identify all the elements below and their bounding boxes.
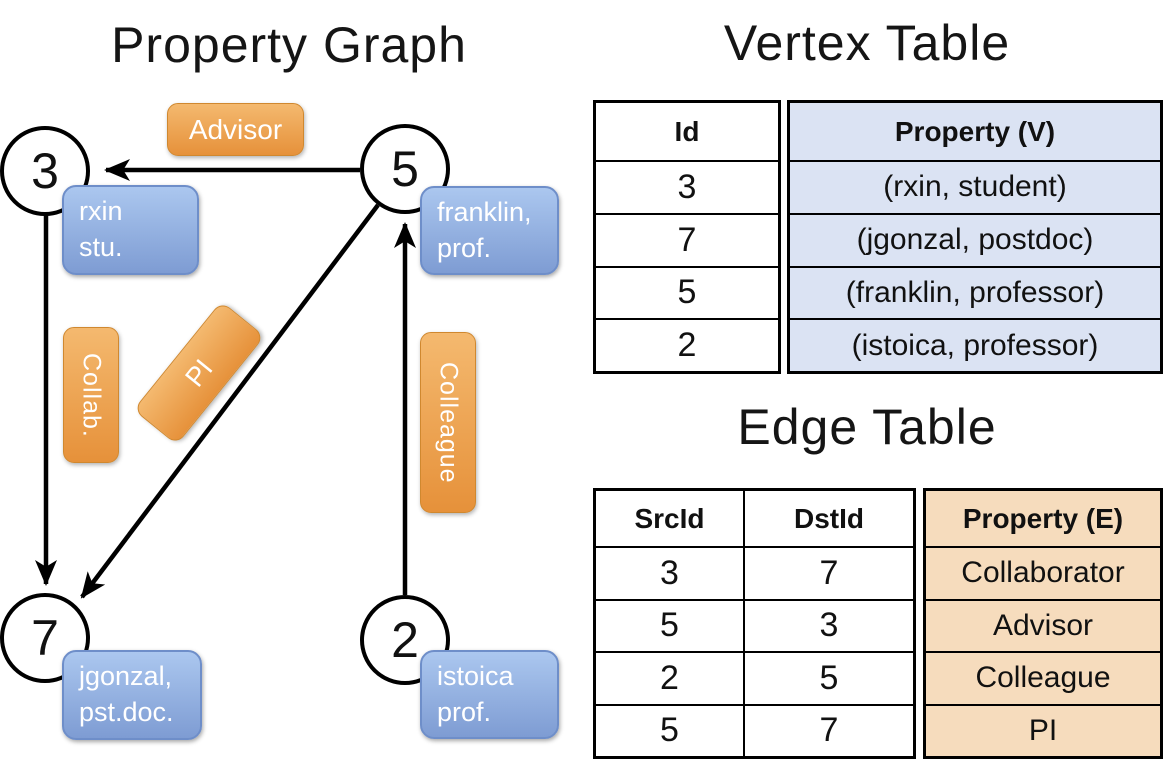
edge-table-property-column: Property (E) Collaborator Advisor Collea… xyxy=(923,488,1163,759)
vertex-row-property: (jgonzal, postdoc) xyxy=(790,212,1160,266)
vertex-label-line: prof. xyxy=(437,232,492,263)
edge-row-dst: 7 xyxy=(743,546,913,599)
edge-col-header-property: Property (E) xyxy=(962,502,1124,534)
edge-row-dst: 3 xyxy=(743,598,913,651)
vertex-label-line: istoica xyxy=(437,661,514,691)
edge-row-src: 5 xyxy=(596,598,743,652)
vertex-table-title: Vertex Table xyxy=(723,15,1011,71)
vertex-label-line: franklin, xyxy=(437,197,532,227)
edge-row-src: 2 xyxy=(596,651,743,704)
edge-row-property: Collaborator xyxy=(926,546,1160,599)
vertex-row-property: (istoica, professor) xyxy=(790,318,1160,371)
edge-row-dst: 7 xyxy=(743,703,913,756)
vertex-row-property: (franklin, professor) xyxy=(790,265,1160,319)
vertex-label-line: jgonzal, xyxy=(79,661,173,691)
vertex-table-property-column: Property (V) (rxin, student) (jgonzal, p… xyxy=(787,100,1163,374)
node-id: 3 xyxy=(31,143,59,199)
node-id: 5 xyxy=(391,141,419,197)
vertex-col-header-property: Property (V) xyxy=(894,115,1056,147)
vertex-label-istoica: istoica prof. xyxy=(420,650,559,739)
vertex-label-line: rxin xyxy=(79,196,123,226)
edge-label-colleague: Colleague xyxy=(420,332,476,513)
edge-col-header-dst: DstId xyxy=(743,491,913,546)
graph-node-2: 2 xyxy=(360,595,450,685)
vertex-row-id: 5 xyxy=(596,265,778,319)
vertex-label-line: pst.doc. xyxy=(79,696,174,727)
edge-arrow-5-to-7 xyxy=(80,203,380,599)
edge-row-src: 5 xyxy=(596,703,743,757)
edge-table-id-columns: SrcId DstId 3 7 5 3 2 5 5 7 xyxy=(593,488,916,759)
edge-row-dst: 5 xyxy=(743,651,913,704)
vertex-label-line: stu. xyxy=(79,231,123,262)
vertex-label-line: prof. xyxy=(437,696,492,727)
edge-table-title: Edge Table xyxy=(737,399,997,455)
edge-col-header-src: SrcId xyxy=(634,502,705,534)
property-graph-title: Property Graph xyxy=(111,17,467,73)
vertex-row-id: 7 xyxy=(596,212,778,266)
vertex-table-id-column: Id 3 7 5 2 xyxy=(593,100,781,374)
graph-node-5: 5 xyxy=(360,124,450,214)
vertex-col-header-id: Id xyxy=(674,115,700,147)
vertex-label-rxin: rxin stu. xyxy=(62,185,199,275)
node-id: 2 xyxy=(391,612,419,668)
edge-row-src: 3 xyxy=(596,546,743,599)
vertex-row-property: (rxin, student) xyxy=(790,160,1160,213)
edge-row-property: Colleague xyxy=(926,651,1160,704)
node-id: 7 xyxy=(31,610,59,666)
edge-row-property: PI xyxy=(926,703,1160,757)
edge-row-property: Advisor xyxy=(926,598,1160,652)
vertex-row-id: 3 xyxy=(596,160,778,213)
vertex-label-jgonzal: jgonzal, pst.doc. xyxy=(62,650,202,740)
vertex-row-id: 2 xyxy=(596,318,778,371)
edge-label-advisor: Advisor xyxy=(167,103,304,156)
graph-edges-layer xyxy=(35,159,416,599)
edge-label-collab: Collab. xyxy=(63,327,119,463)
vertex-label-franklin: franklin, prof. xyxy=(420,186,559,275)
